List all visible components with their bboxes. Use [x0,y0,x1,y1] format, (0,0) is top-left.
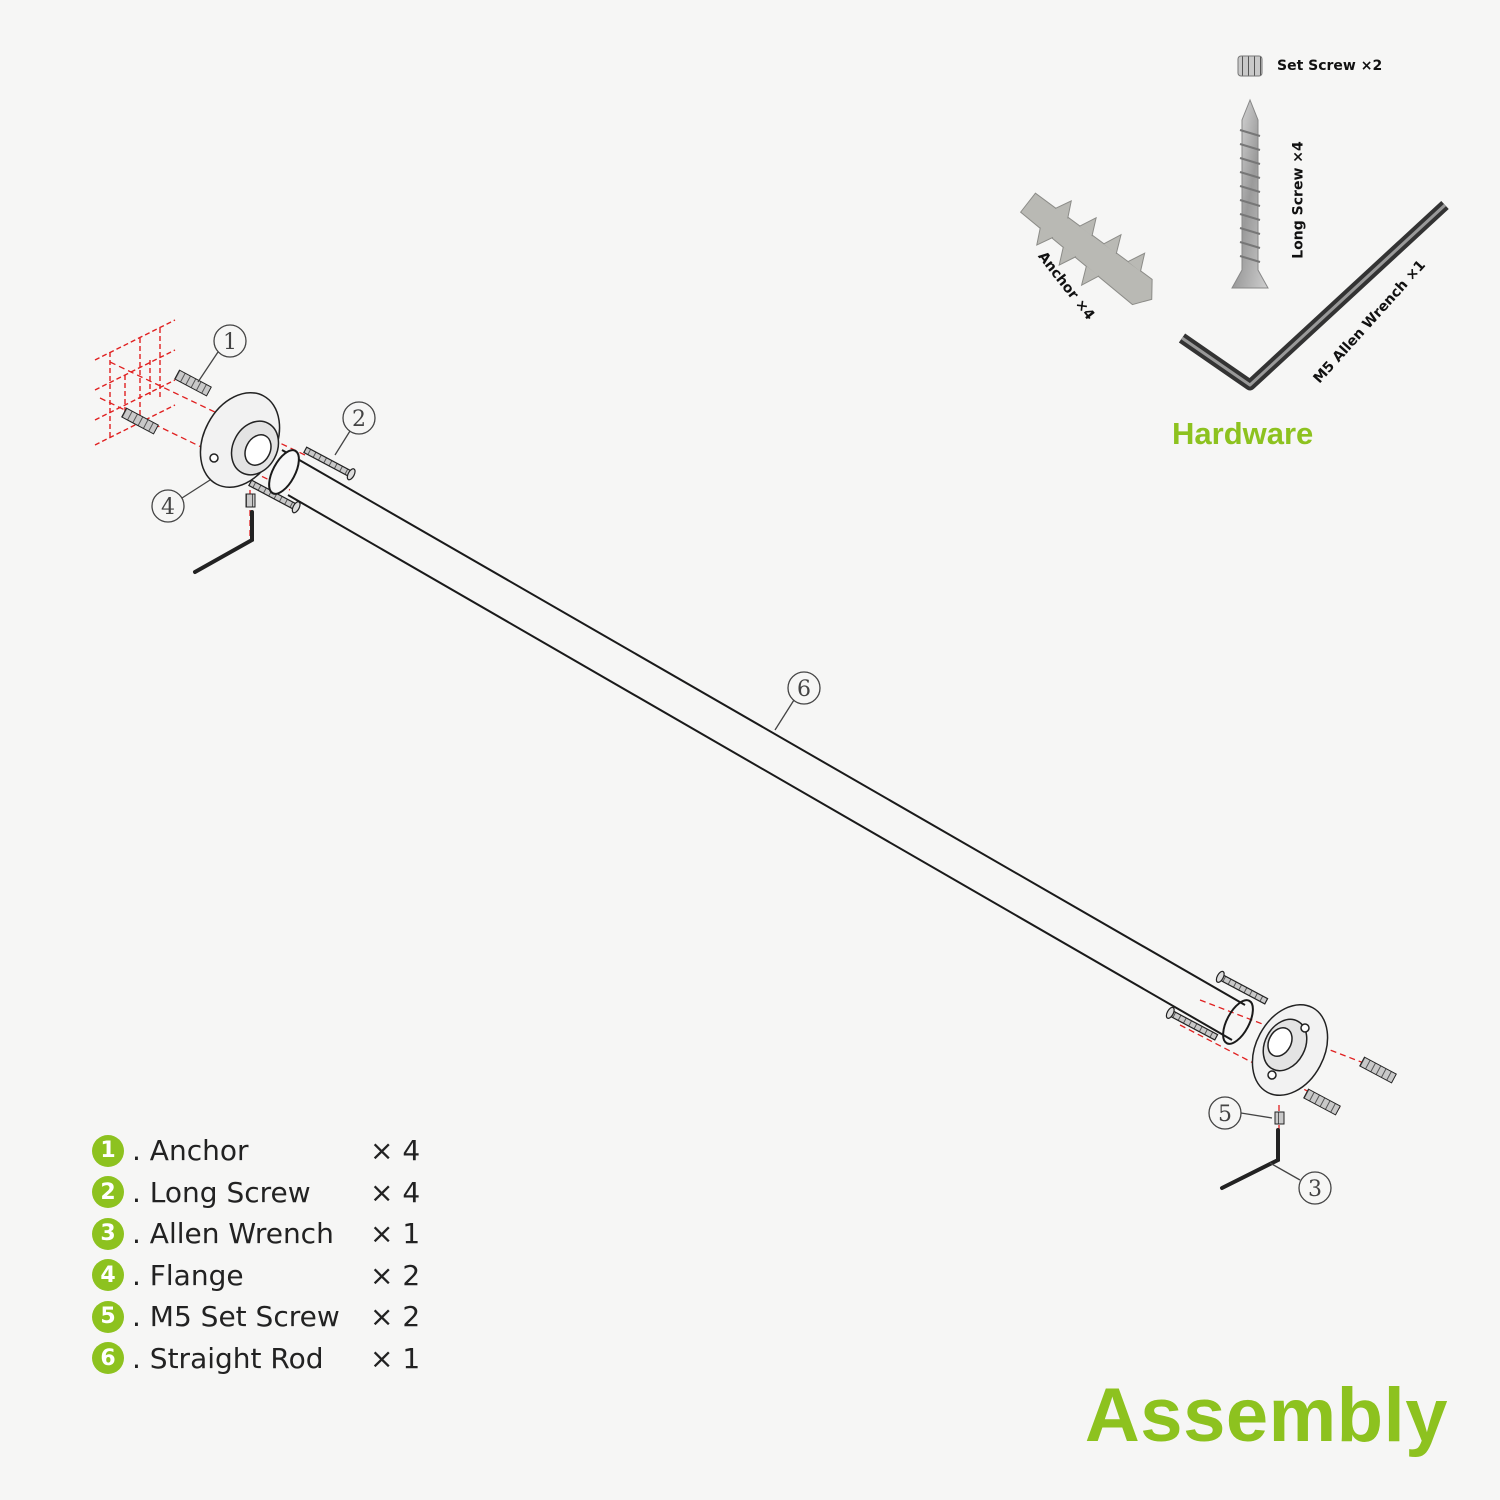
part-item: 3 . Allen Wrench × 1 [92,1213,432,1255]
part-item: 5 . M5 Set Screw × 2 [92,1296,432,1338]
part-name: . Anchor [132,1134,249,1168]
left-allen-wrench [193,510,254,574]
right-anchor-bottom [1303,1088,1341,1116]
left-flange [199,391,281,489]
right-anchor-top [1359,1056,1397,1084]
callout-5: 5 [1218,1102,1232,1127]
part-number-badge: 3 [92,1217,124,1250]
label-set-screw: Set Screw ×2 [1277,58,1383,74]
part-number-badge: 4 [92,1259,124,1292]
hardware-long-screw [1231,98,1269,289]
straight-rod [268,449,1254,1045]
callouts [151,324,1332,1205]
part-item: 2 . Long Screw × 4 [92,1172,432,1214]
part-number-badge: 6 [92,1342,124,1375]
right-set-screw [1274,1111,1285,1125]
hardware-set-screw [1237,55,1263,77]
part-quantity: × 1 [370,1341,421,1375]
callout-1: 1 [223,330,237,355]
part-number-badge: 5 [92,1300,124,1333]
part-name: . Long Screw [132,1175,311,1209]
part-name: . Straight Rod [132,1341,324,1375]
part-quantity: × 1 [370,1217,421,1251]
part-name: . M5 Set Screw [132,1300,340,1334]
part-item: 4 . Flange × 2 [92,1255,432,1297]
right-long-screws [1165,970,1269,1041]
right-allen-wrench [1220,1128,1280,1190]
part-name: . Flange [132,1258,244,1292]
hardware-title: Hardware [1172,416,1314,451]
guide-lines [99,361,1396,1140]
callout-numbers: 1 2 4 6 5 3 [161,330,1322,1202]
right-flange [1251,1003,1329,1097]
left-anchor-top [174,369,212,397]
part-item: 6 . Straight Rod × 1 [92,1338,432,1380]
callout-3: 3 [1308,1177,1322,1202]
part-number-badge: 2 [92,1176,124,1209]
part-quantity: × 2 [370,1300,421,1334]
wall-guide [94,319,176,446]
part-name: . Allen Wrench [132,1217,334,1251]
part-quantity: × 4 [370,1134,421,1168]
page-title: Assembly [1084,1373,1448,1458]
callout-4: 4 [161,495,175,520]
hardware-anchor [1019,192,1153,306]
hardware-allen-wrench [1178,200,1449,391]
callout-6: 6 [797,677,811,702]
callout-2: 2 [352,407,366,432]
part-number-badge: 1 [92,1134,124,1167]
left-anchor-bottom [121,407,159,435]
label-long-screw: Long Screw ×4 [1290,141,1307,259]
part-quantity: × 4 [370,1175,421,1209]
parts-list: 1 . Anchor × 4 2 . Long Screw × 4 3 . Al… [92,1130,432,1379]
part-quantity: × 2 [370,1258,421,1292]
left-set-screw [245,493,256,508]
part-item: 1 . Anchor × 4 [92,1130,432,1172]
